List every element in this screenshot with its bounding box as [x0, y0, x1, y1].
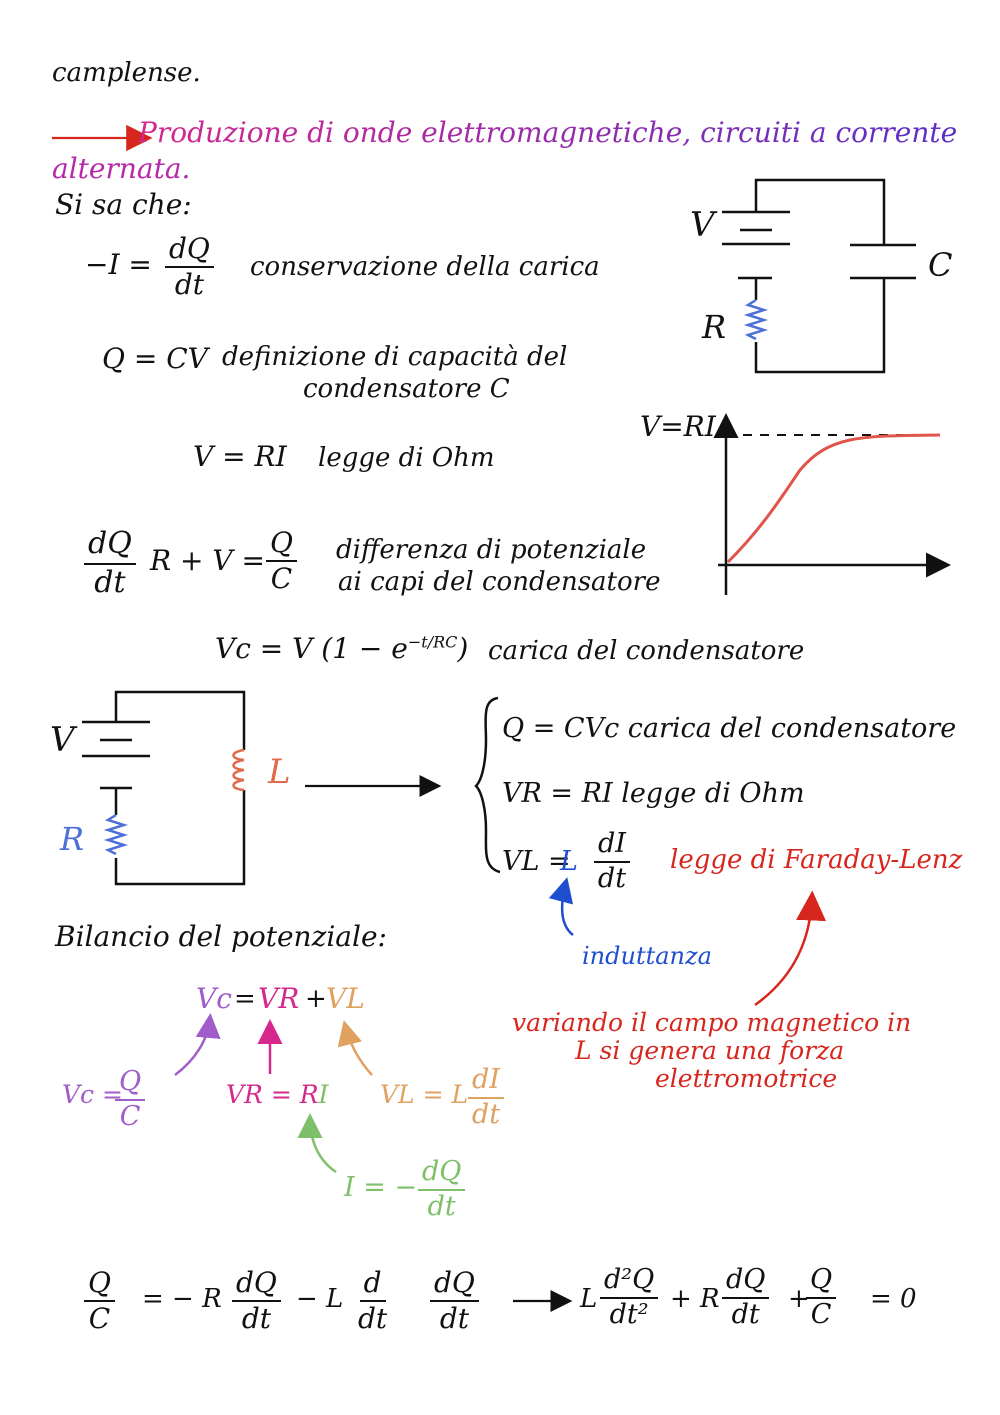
eq4-fraction-2: Q C [266, 528, 297, 594]
rc-circuit [722, 178, 916, 374]
rl-circuit [82, 690, 246, 886]
balance-title: Bilancio del potenziale: [55, 920, 387, 953]
eq1-description: conservazione della carica [250, 252, 600, 282]
final-term-c: − L [296, 1284, 344, 1314]
final-term-b: = − R [142, 1284, 222, 1314]
i-definition: I = − [344, 1172, 418, 1203]
system-brace [474, 696, 501, 874]
prev-word: camplense. [52, 58, 201, 88]
eq2-description-2: condensatore C [303, 374, 510, 404]
balance-plus: + [305, 984, 327, 1014]
intro-text: Si sa che: [55, 188, 192, 221]
eq4-description-1: differenza di potenziale [336, 535, 647, 565]
final-term-f: + R [670, 1284, 720, 1314]
final-term-h: = 0 [870, 1284, 917, 1314]
eq3-description: legge di Ohm [318, 443, 495, 473]
vc-arrow [174, 1013, 221, 1076]
final-frac-e: d²Q dt² [600, 1265, 659, 1330]
faraday-arrow [754, 890, 827, 1007]
rc-resistor [743, 298, 769, 341]
eq3-expression: V = RI [193, 440, 287, 473]
system-line-1: Q = CVc carica del condensatore [502, 713, 957, 744]
eq1-fraction: dQ dt [165, 234, 214, 300]
system-line-3-L: L [560, 846, 578, 877]
system-line-3-lhs: VL = [502, 846, 571, 877]
eq2-expression: Q = CV [102, 342, 208, 375]
vl-fraction: dI dt [468, 1065, 504, 1130]
final-term-e: L [580, 1284, 598, 1314]
balance-vl-top: VL [326, 982, 365, 1015]
rl-inductor [232, 748, 245, 792]
vc-definition: Vc = [62, 1080, 123, 1109]
graph-label: V=RI [640, 410, 716, 443]
inductance-note: induttanza [582, 942, 712, 970]
inductance-arrow [548, 877, 574, 936]
balance-vr-top: VR [258, 982, 300, 1015]
vl-definition: VL = L [380, 1080, 469, 1109]
eq5-description: carica del condensatore [488, 636, 805, 666]
final-frac-g: Q C [806, 1265, 837, 1330]
eq2-description-1: definizione di capacità del [222, 342, 568, 372]
final-frac-d: dQ dt [430, 1268, 479, 1334]
title-line2: alternata. [52, 152, 191, 185]
i-fraction: dQ dt [418, 1157, 466, 1222]
rc-r-label: R [702, 308, 727, 346]
final-term-g: + [788, 1284, 810, 1314]
eq1-lhs: −I = [85, 248, 152, 281]
rl-l-label: L [268, 752, 291, 792]
title-line1: Produzione di onde elettromagnetiche, ci… [138, 116, 958, 149]
faraday-note-2: L si genera una forza [575, 1036, 845, 1065]
eq5-expression: Vc = V (1 − e−t/RC) [215, 632, 469, 665]
faraday-note-3: elettromotrice [655, 1064, 838, 1093]
i-arrow [297, 1113, 337, 1174]
rc-c-label: C [928, 246, 953, 284]
system-line-3-description: legge di Faraday-Lenz [670, 845, 963, 875]
eq4-fraction-1: dQ dt [84, 528, 136, 598]
vl-arrow [337, 1020, 373, 1076]
vc-fraction: Q C [115, 1067, 146, 1132]
rl-resistor [103, 813, 129, 856]
balance-vc-top: Vc [196, 982, 232, 1015]
system-line-2: VR = RI legge di Ohm [502, 778, 805, 809]
final-frac-a: Q C [84, 1268, 115, 1334]
rl-r-label: R [60, 820, 85, 858]
rc-v-label: V [690, 205, 715, 245]
faraday-note-1: variando il campo magnetico in [512, 1008, 912, 1037]
rl-v-label: V [50, 720, 75, 760]
final-frac-b: dQ dt [232, 1268, 281, 1334]
eq4-middle: R + V = [150, 544, 265, 577]
balance-equals: = [234, 984, 256, 1014]
eq4-description-2: ai capi del condensatore [338, 567, 661, 597]
final-frac-f: dQ dt [722, 1265, 770, 1330]
charging-graph [713, 413, 951, 595]
final-frac-c: d dt [358, 1266, 388, 1336]
system-line-3-fraction: dI dt [594, 829, 630, 894]
vr-definition: VR = RI [226, 1080, 329, 1109]
